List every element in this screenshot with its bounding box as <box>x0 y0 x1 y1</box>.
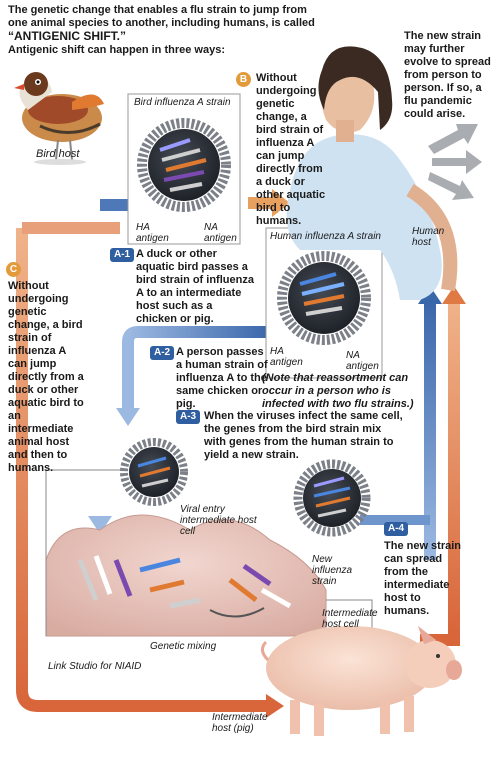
arrow-A2-path <box>116 326 270 426</box>
credit-text: Link Studio for NIAID <box>48 661 142 672</box>
label-genetic-mixing: Genetic mixing <box>150 641 217 652</box>
intro-line-3: Antigenic shift can happen in three ways… <box>8 44 225 56</box>
badge-A2: A-2 <box>150 346 175 360</box>
arrow-A4-path <box>420 286 466 646</box>
step-A1-text: A duck or other aquatic bird passes a bi… <box>136 248 254 325</box>
step-A2-text: A person passes a human strain of influe… <box>176 346 268 410</box>
step-C-text: Without undergoing genetic change, a bir… <box>8 280 84 474</box>
badge-A3: A-3 <box>176 410 201 424</box>
step-B-text: Without undergoing genetic change, a bir… <box>256 72 326 227</box>
badge-A4: A-4 <box>384 522 409 536</box>
new-strain-virus <box>293 459 371 537</box>
entry-virus <box>120 438 188 506</box>
spread-arrows <box>428 124 482 200</box>
label-new-strain: New influenza strain <box>312 554 353 587</box>
arrow-A1-path <box>88 199 130 534</box>
duck-illustration <box>14 72 104 165</box>
arrow-B <box>248 189 290 217</box>
label-bird-na: NA antigen <box>204 222 237 244</box>
mixing-arrow <box>209 607 265 618</box>
label-pig: Intermediate host (pig) <box>212 712 268 734</box>
human-virus <box>277 251 371 345</box>
step-A4-text: The new strain can spread from the inter… <box>384 540 462 617</box>
step-A3-text: When the viruses infect the same cell, t… <box>204 410 403 461</box>
antigenic-shift-term: “ANTIGENIC SHIFT.” <box>8 29 127 43</box>
label-human-ha: HA antigen <box>270 346 303 368</box>
badge-B: B <box>236 72 251 87</box>
human-illustration <box>286 46 458 300</box>
label-human-host: Human host <box>412 226 445 248</box>
gene-segments <box>77 555 292 609</box>
label-viral-entry: Viral entry intermediate host cell <box>180 504 257 537</box>
step-A2-note: (Note that reassortment can occur in a p… <box>262 372 414 410</box>
label-bird-host: Bird host <box>36 148 80 160</box>
label-human-na: NA antigen <box>346 350 379 372</box>
badge-A1: A-1 <box>110 248 135 262</box>
bird-virus <box>137 118 231 212</box>
intro-text: The genetic change that enables a flu st… <box>8 4 388 57</box>
intro-line-1: The genetic change that enables a flu st… <box>8 4 307 16</box>
pandemic-text: The new strain may further evolve to spr… <box>404 30 491 120</box>
label-intermediate-cell: Intermediate host cell <box>322 608 378 630</box>
badge-C: C <box>6 262 21 277</box>
label-human-strain: Human influenza A strain <box>270 231 381 242</box>
label-bird-ha: HA antigen <box>136 222 169 244</box>
label-bird-strain: Bird influenza A strain <box>134 97 231 108</box>
intro-line-2: one animal species to another, including… <box>8 17 315 29</box>
pig-illustration <box>261 626 462 736</box>
host-cell <box>45 469 373 637</box>
arrow-A4-blue <box>360 286 442 560</box>
